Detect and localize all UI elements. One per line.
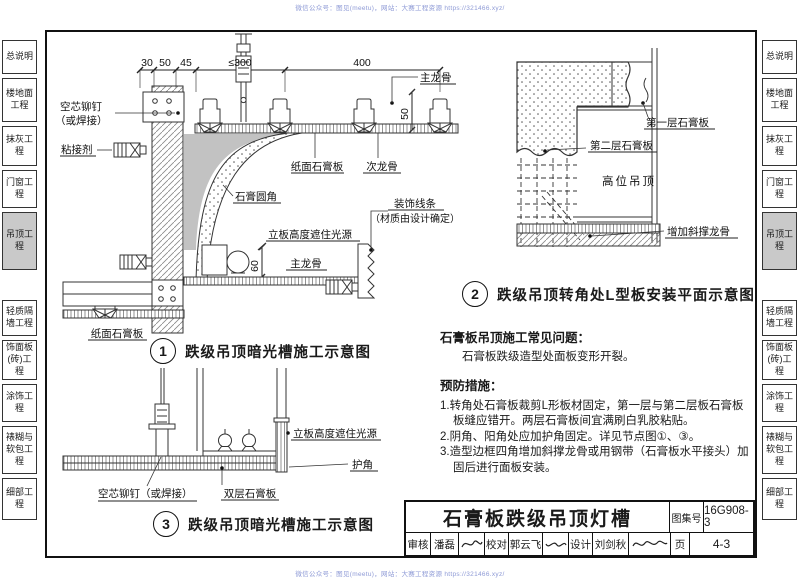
- sidebar-item-general-notes[interactable]: 总说明: [762, 40, 797, 74]
- sidebar-item-general-notes[interactable]: 总说明: [2, 40, 37, 74]
- sidebar-item-door-window[interactable]: 门窗工程: [762, 170, 797, 208]
- sidebar-item-door-window[interactable]: 门窗工程: [2, 170, 37, 208]
- sidebar-item-partition[interactable]: 轻质隔墙工程: [2, 300, 37, 336]
- dim-300: ≤300: [228, 57, 251, 69]
- diagram2-labels: 第一层石膏板 第二层石膏板 高位吊顶 增加斜撑龙骨: [590, 116, 730, 238]
- page-number: 4-3: [689, 533, 753, 555]
- label-high-ceiling: 高位吊顶: [602, 174, 656, 188]
- construction-notes: 石膏板吊顶施工常见问题： 石膏板跌级造型处面板变形开裂。 预防措施： 1.转角处…: [440, 331, 752, 476]
- designer-name: 刘剑秋: [592, 533, 628, 555]
- title-block: 石膏板跌级吊顶灯槽 图集号 16G908-3 审核 潘磊 校对 郭云飞 设计 刘…: [404, 500, 755, 557]
- sidebar-item-upholstery[interactable]: 裱糊与软包工程: [2, 426, 37, 474]
- sidebar-item-upholstery[interactable]: 裱糊与软包工程: [762, 426, 797, 474]
- diagram1-number-badge: 1: [150, 338, 176, 364]
- label-second-layer-board: 第二层石膏板: [590, 139, 653, 152]
- designer-signature: [628, 533, 670, 555]
- sidebar-right: 总说明 楼地面工程 抹灰工程 门窗工程 吊顶工程 轻质隔墙工程 饰面板(砖)工程…: [762, 40, 798, 524]
- sidebar-item-plaster[interactable]: 抹灰工程: [2, 126, 37, 166]
- diagram2-caption-text: 跌级吊顶转角处L型板安装平面示意图: [497, 287, 755, 304]
- label-double-board: 双层石膏板: [224, 487, 277, 500]
- diagram1-caption: 1 跌级吊顶暗光槽施工示意图: [150, 338, 371, 364]
- dim-50: 50: [159, 57, 171, 69]
- atlas-number-label: 图集号: [669, 502, 703, 532]
- page-label: 页: [670, 533, 689, 555]
- diagram3-labels: 立板高度遮住光源 护角 空芯铆钉（或焊接） 双层石膏板: [98, 427, 377, 500]
- notes-heading: 石膏板吊顶施工常见问题：: [440, 331, 591, 345]
- sidebar-item-floor[interactable]: 楼地面工程: [2, 78, 37, 122]
- label-paper-board-top: 纸面石膏板: [291, 160, 344, 173]
- label-paper-board-bottom: 纸面石膏板: [91, 327, 144, 340]
- diagram1-linework: [60, 33, 459, 341]
- label-baffle-height: 立板高度遮住光源: [268, 228, 352, 241]
- sidebar-item-detail-work[interactable]: 细部工程: [762, 478, 797, 520]
- sidebar-item-ceiling[interactable]: 吊顶工程: [762, 212, 797, 270]
- sidebar-item-partition[interactable]: 轻质隔墙工程: [762, 300, 797, 336]
- dim-v50: 50: [399, 108, 411, 120]
- label-main-runner-top: 主龙骨: [420, 71, 452, 84]
- notes-measures-heading: 预防措施：: [440, 379, 503, 393]
- signature-scribble: [460, 540, 483, 548]
- sidebar-item-painting[interactable]: 涂饰工程: [2, 384, 37, 422]
- notes-item: 2.阴角、阳角处应加护角固定。详见节点图①、③。: [440, 430, 701, 443]
- label-secondary-runner: 次龙骨: [366, 160, 398, 173]
- dim-400: 400: [353, 57, 371, 69]
- diagram2-linework: [516, 48, 738, 247]
- diagram3-linework: [62, 368, 381, 502]
- label-gypsum-fillet: 石膏圆角: [235, 190, 277, 203]
- label-first-layer-board: 第一层石膏板: [646, 116, 709, 129]
- title-block-row-1: 石膏板跌级吊顶灯槽 图集号 16G908-3: [406, 502, 753, 533]
- title-block-row-2: 审核 潘磊 校对 郭云飞 设计 刘剑秋 页 4-3: [406, 533, 753, 555]
- label-baffle-height: 立板高度遮住光源: [293, 427, 377, 440]
- reviewer-signature: [458, 533, 484, 555]
- sheet-title: 石膏板跌级吊顶灯槽: [442, 508, 632, 530]
- diagram3-caption-text: 跌级吊顶暗光槽施工示意图: [188, 517, 374, 534]
- notes-item: 3.造型边框四角增加斜撑龙骨或用钢带（石膏板水平接头）加固后进行面板安装。: [440, 446, 749, 474]
- label-hollow-rivet: 空芯铆钉: [60, 100, 102, 113]
- diagram3-number-badge: 3: [153, 511, 179, 537]
- label-diagonal-brace: 增加斜撑龙骨: [667, 225, 730, 238]
- diagram1-caption-text: 跌级吊顶暗光槽施工示意图: [185, 344, 371, 361]
- label-main-runner-mid: 主龙骨: [290, 257, 322, 270]
- diagram2-caption: 2 跌级吊顶转角处L型板安装平面示意图: [462, 281, 755, 307]
- sidebar-item-painting[interactable]: 涂饰工程: [762, 384, 797, 422]
- reviewer-label: 审核: [407, 538, 429, 551]
- label-hollow-rivet: 空芯铆钉（或焊接）: [98, 487, 193, 500]
- checker-signature: [542, 533, 568, 555]
- reviewer-name: 潘磊: [430, 533, 458, 555]
- sidebar-item-facing-panel[interactable]: 饰面板(砖)工程: [2, 340, 37, 380]
- watermark-top: 微信公众号：图见(meetu)，网站：大赛工程资源 https://321466…: [295, 5, 505, 12]
- sidebar-left: 总说明 楼地面工程 抹灰工程 门窗工程 吊顶工程 轻质隔墙工程 饰面板(砖)工程…: [2, 40, 38, 524]
- designer-label: 设计: [568, 533, 592, 555]
- dim-v60: 60: [249, 260, 261, 272]
- dim-45: 45: [180, 57, 192, 69]
- watermark-bottom: 微信公众号：图见(meetu)，网站：大赛工程资源 https://321466…: [295, 571, 505, 578]
- sidebar-item-floor[interactable]: 楼地面工程: [762, 78, 797, 122]
- diagram2-number-badge: 2: [462, 281, 488, 307]
- sidebar-item-ceiling[interactable]: 吊顶工程: [2, 212, 37, 270]
- checker-name: 郭云飞: [508, 533, 542, 555]
- diagram1-labels: 30 50 45 ≤300 400 50 60 空芯铆钉 （或焊接） 粘接剂 主…: [55, 57, 460, 340]
- label-adhesive: 粘接剂: [61, 143, 93, 156]
- atlas-number-value: 16G908-3: [703, 502, 753, 532]
- label-decor-line-1: 装饰线条: [394, 197, 436, 210]
- diagram3-caption: 3 跌级吊顶暗光槽施工示意图: [153, 511, 374, 537]
- sidebar-item-facing-panel[interactable]: 饰面板(砖)工程: [762, 340, 797, 380]
- checker-label: 校对: [484, 533, 508, 555]
- signature-scribble: [631, 540, 667, 547]
- label-decor-line-2: （材质由设计确定）: [370, 212, 460, 225]
- label-hollow-rivet-2: （或焊接）: [55, 114, 108, 127]
- notes-problem: 石膏板跌级造型处面板变形开裂。: [462, 350, 635, 363]
- dim-30: 30: [141, 57, 153, 69]
- label-corner-bead: 护角: [352, 458, 373, 471]
- signature-scribble: [544, 542, 567, 547]
- sidebar-item-detail-work[interactable]: 细部工程: [2, 478, 37, 520]
- sidebar-item-plaster[interactable]: 抹灰工程: [762, 126, 797, 166]
- notes-item: 1.转角处石膏板裁剪L形板材固定，第一层与第二层板石膏板板缝应错开。两层石膏板间…: [440, 399, 744, 428]
